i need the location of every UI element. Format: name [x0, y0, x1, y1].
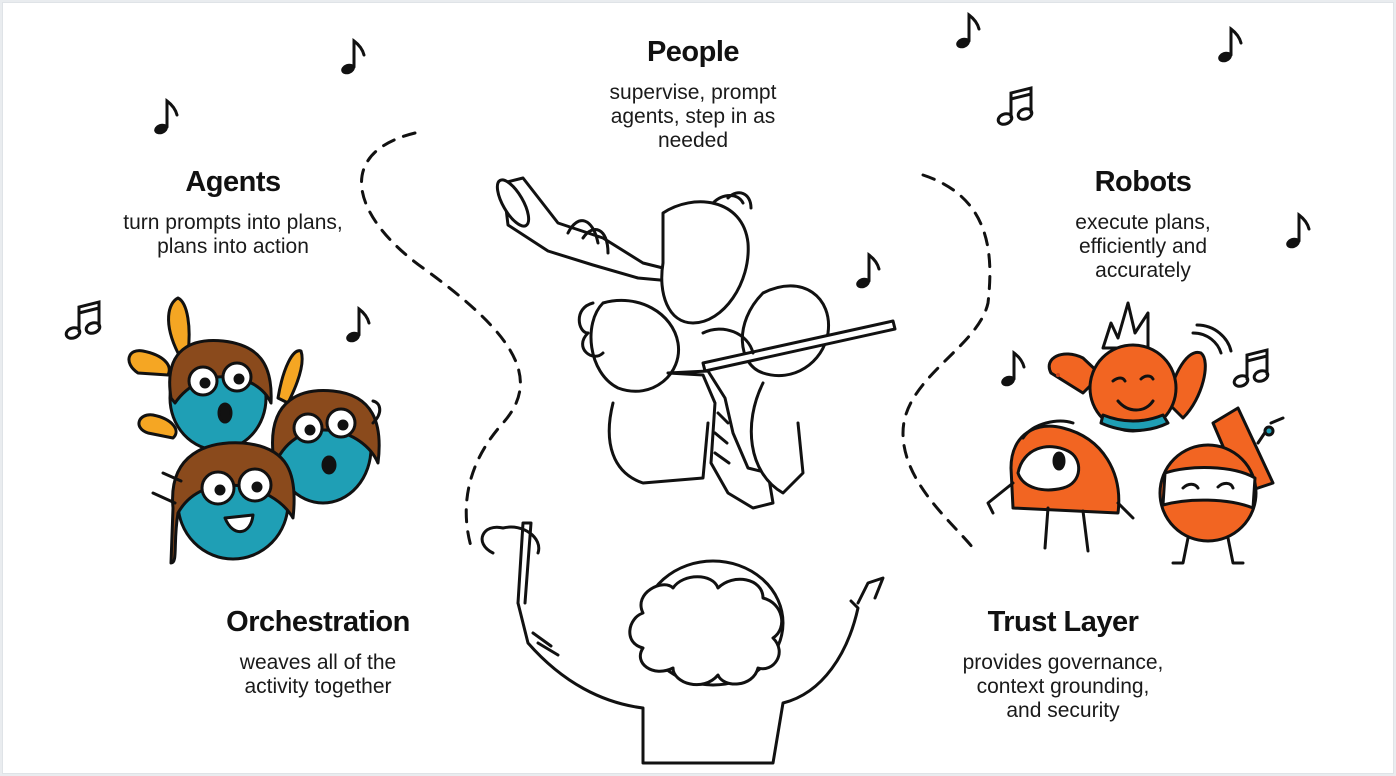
people-musicians	[495, 176, 897, 510]
music-note-icon	[343, 307, 371, 346]
dashed-path-right	[901, 173, 992, 550]
section-title-trust-layer: Trust Layer	[987, 606, 1139, 638]
section-title-agents: Agents	[185, 166, 281, 198]
section-desc-people: supervise, prompt agents, step in as nee…	[609, 81, 777, 153]
music-note-icon	[338, 39, 366, 78]
section-people: People supervise, prompt agents, step in…	[558, 37, 828, 153]
section-agents: Agents turn prompts into plans, plans in…	[93, 167, 373, 259]
illustration	[63, 13, 1311, 765]
music-note-icon	[1215, 27, 1243, 66]
section-orchestration: Orchestration weaves all of the activity…	[193, 607, 443, 699]
music-note-icon	[953, 13, 981, 52]
section-trust-layer: Trust Layer provides governance, context…	[928, 607, 1198, 723]
double-music-note-icon	[1231, 348, 1271, 390]
double-music-note-icon	[63, 300, 103, 342]
music-note-icon	[151, 99, 179, 138]
section-title-orchestration: Orchestration	[226, 606, 410, 638]
section-desc-agents: turn prompts into plans, plans into acti…	[123, 211, 343, 259]
section-title-people: People	[646, 36, 740, 68]
section-robots: Robots execute plans, efficiently and ac…	[1023, 167, 1263, 283]
section-desc-trust-layer: provides governance, context grounding, …	[962, 651, 1164, 723]
section-title-robots: Robots	[1094, 166, 1192, 198]
section-desc-orchestration: weaves all of the activity together	[239, 651, 397, 699]
conductor	[480, 521, 885, 765]
music-note-icon	[1283, 213, 1311, 252]
section-desc-robots: execute plans, efficiently and accuratel…	[1075, 211, 1211, 283]
music-note-icon	[998, 351, 1026, 390]
agents-group	[127, 296, 382, 565]
music-note-icon	[853, 253, 881, 292]
dashed-path-left	[360, 131, 522, 555]
double-music-note-icon	[995, 86, 1035, 128]
robots-group	[986, 301, 1285, 565]
